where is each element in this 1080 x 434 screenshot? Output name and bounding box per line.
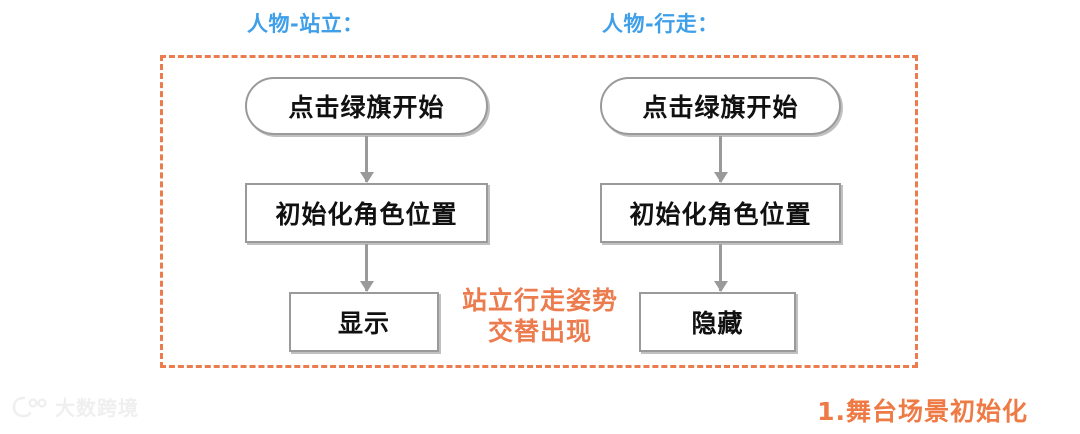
watermark-text: 大数跨境 [55, 396, 139, 420]
node-hide-walking: 隐藏 [639, 292, 796, 352]
middle-annotation: 站立行走姿势 交替出现 [443, 286, 637, 347]
arrow-standing-start-to-init [365, 136, 368, 182]
figure-caption: 1.舞台场景初始化 [817, 397, 1028, 426]
watermark-logo-icon [12, 396, 48, 418]
node-init-position-walking: 初始化角色位置 [600, 183, 841, 243]
middle-annotation-line-1: 站立行走姿势 [461, 286, 618, 315]
arrow-walking-start-to-init [719, 136, 722, 182]
dashed-group-region [160, 55, 918, 368]
node-init-position-standing: 初始化角色位置 [245, 183, 488, 243]
column-header-standing: 人物-站立： [247, 12, 364, 36]
middle-annotation-line-2: 交替出现 [487, 316, 592, 346]
watermark: 大数跨境 [12, 392, 139, 421]
column-header-walking: 人物-行走： [602, 12, 719, 36]
node-start-walking: 点击绿旗开始 [600, 77, 841, 135]
node-show-standing: 显示 [289, 292, 439, 352]
node-start-standing: 点击绿旗开始 [245, 77, 488, 135]
arrow-standing-init-to-show [365, 244, 368, 291]
arrow-walking-init-to-hide [719, 244, 722, 291]
